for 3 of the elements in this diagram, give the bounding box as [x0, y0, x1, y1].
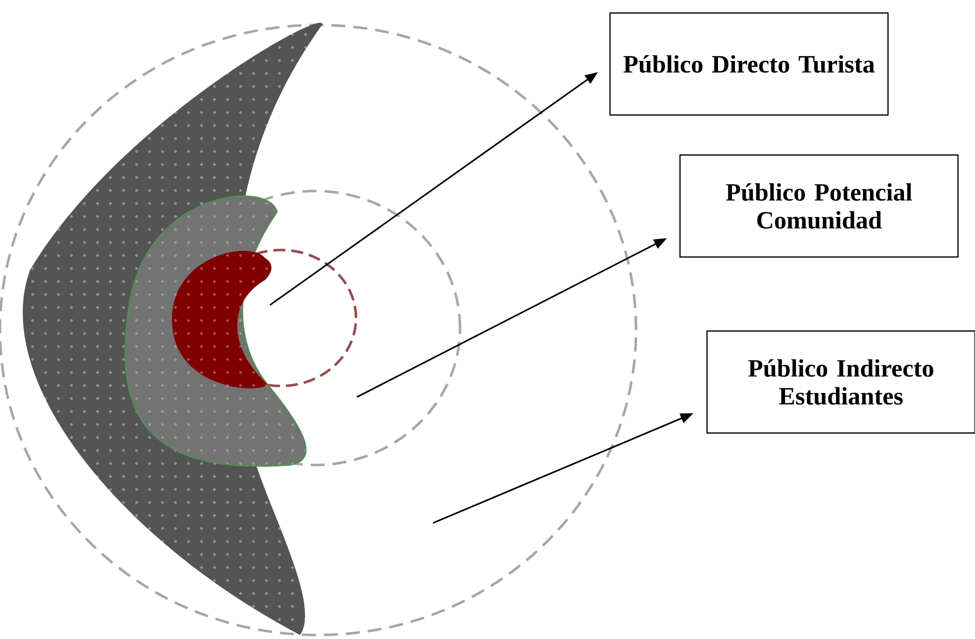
label-box: Público Indirecto Estudiantes	[706, 330, 975, 434]
label-box: Público Directo Turista	[609, 12, 889, 116]
label-box: Público Potencial Comunidad	[679, 154, 959, 258]
